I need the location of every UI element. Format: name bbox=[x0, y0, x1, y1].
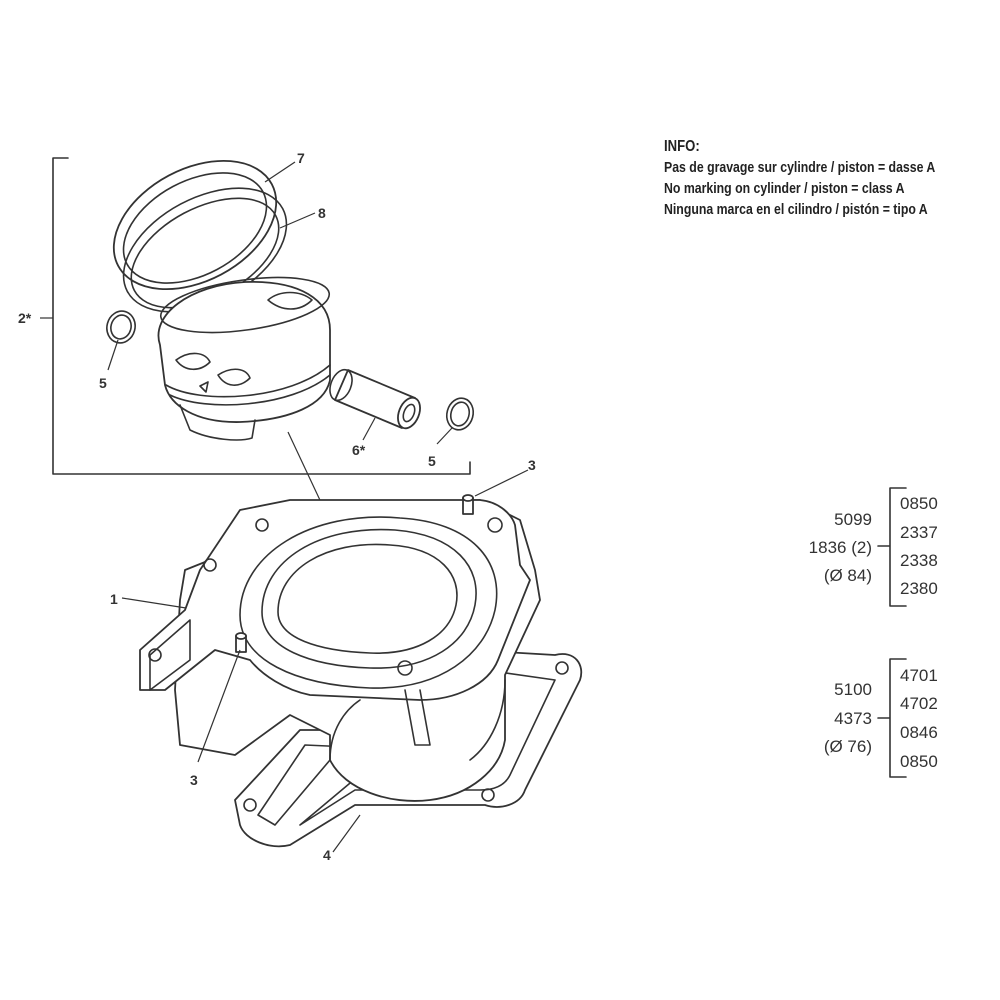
variant-group-1: 5099 1836 (2) (Ø 84) 0850 2337 2338 2380 bbox=[809, 487, 938, 607]
variant-2-right-2: 0846 bbox=[900, 723, 938, 742]
callout-3-top: 3 bbox=[528, 457, 536, 473]
variant-1-left-2: (Ø 84) bbox=[824, 566, 872, 585]
callout-leader-6 bbox=[362, 417, 376, 441]
callout-8: 8 bbox=[318, 205, 326, 221]
circlip-5-left bbox=[106, 310, 136, 344]
callout-leader-8 bbox=[279, 212, 316, 229]
variant-2-left-1: 4373 bbox=[834, 709, 872, 728]
variant-2-right-1: 4702 bbox=[900, 694, 938, 713]
variant-1-left-0: 5099 bbox=[834, 510, 872, 529]
variant-2-left-2: (Ø 76) bbox=[824, 737, 872, 756]
piston-group-bracket bbox=[52, 157, 471, 475]
callout-4: 4 bbox=[323, 847, 331, 863]
variant-2-right-0: 4701 bbox=[900, 666, 938, 685]
callout-5-left: 5 bbox=[99, 375, 107, 391]
circlip-5-right bbox=[445, 397, 475, 431]
variant-1-right-1: 2337 bbox=[900, 523, 938, 542]
variant-1-left-1: 1836 (2) bbox=[809, 538, 872, 557]
info-title: INFO: bbox=[664, 138, 700, 155]
variant-2-left-0: 5100 bbox=[834, 680, 872, 699]
variant-group-2: 5100 4373 (Ø 76) 4701 4702 0846 0850 bbox=[824, 658, 938, 778]
callout-5-right: 5 bbox=[428, 453, 436, 469]
callout-leader-3-bottom bbox=[197, 649, 241, 763]
piston-ring-7 bbox=[112, 159, 278, 291]
callout-leader-1 bbox=[121, 597, 187, 609]
callout-leader-7 bbox=[264, 161, 296, 183]
callout-2: 2* bbox=[18, 310, 32, 326]
dowel-pin-3-bottom bbox=[235, 632, 247, 653]
cylinder-1 bbox=[139, 499, 541, 802]
callout-leader-4 bbox=[332, 814, 361, 853]
piston bbox=[157, 276, 331, 441]
variant-1-right-2: 2338 bbox=[900, 551, 938, 570]
info-line-french: Pas de gravage sur cylindre / piston = d… bbox=[664, 159, 936, 176]
variant-1-brace bbox=[877, 487, 907, 607]
callout-leader-5-left bbox=[107, 339, 119, 371]
info-panel: INFO: Pas de gravage sur cylindre / pist… bbox=[664, 136, 935, 220]
info-line-spanish: Ninguna marca en el cilindro / pistón = … bbox=[664, 201, 928, 218]
callout-leader-3-top bbox=[474, 469, 529, 497]
callout-7: 7 bbox=[297, 150, 305, 166]
variant-1-right-3: 2380 bbox=[900, 579, 938, 598]
callout-3-bottom: 3 bbox=[190, 772, 198, 788]
variant-2-right-3: 0850 bbox=[900, 752, 938, 771]
variant-1-right-0: 0850 bbox=[900, 494, 938, 513]
piston-pin-6 bbox=[329, 368, 421, 430]
callout-1: 1 bbox=[110, 591, 118, 607]
callout-6: 6* bbox=[352, 442, 366, 458]
info-line-english: No marking on cylinder / piston = class … bbox=[664, 180, 905, 197]
variant-2-brace bbox=[877, 658, 907, 778]
callout-leader-5-right bbox=[436, 427, 453, 445]
dowel-pin-3-top bbox=[462, 494, 474, 515]
